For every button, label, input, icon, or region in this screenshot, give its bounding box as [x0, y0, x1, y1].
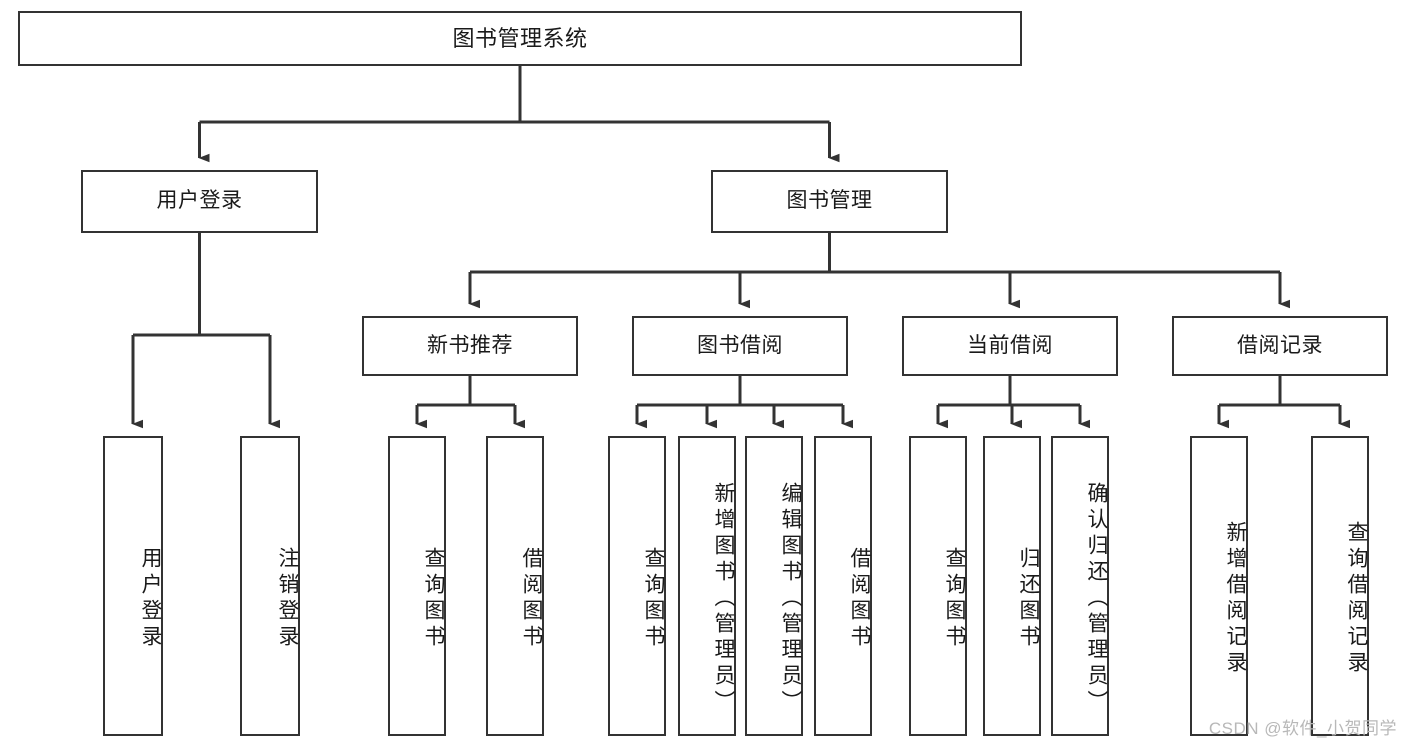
- node-label: 新增图书（管理员）: [712, 482, 735, 716]
- node-label: 图书管理: [786, 189, 873, 213]
- node-leaf-return-book[interactable]: 归还图书: [983, 436, 1041, 736]
- node-leaf-query-book-current[interactable]: 查询图书: [909, 436, 967, 736]
- node-new-book-recommend[interactable]: 新书推荐: [362, 316, 578, 376]
- node-leaf-query-book-borrow[interactable]: 查询图书: [608, 436, 666, 736]
- node-label: 借阅图书: [848, 547, 871, 651]
- node-leaf-borrow-book[interactable]: 借阅图书: [814, 436, 872, 736]
- node-label: 当前借阅: [967, 333, 1053, 357]
- node-leaf-edit-book-admin[interactable]: 编辑图书（管理员）: [745, 436, 803, 736]
- node-leaf-add-borrow-record[interactable]: 新增借阅记录: [1190, 436, 1248, 736]
- node-book-management[interactable]: 图书管理: [711, 170, 948, 233]
- node-label: 注销登录: [276, 547, 299, 651]
- node-borrow-record[interactable]: 借阅记录: [1172, 316, 1388, 376]
- node-label: 用户登录: [156, 189, 243, 213]
- node-label: 查询图书: [943, 547, 966, 651]
- node-label: 确认归还（管理员）: [1085, 482, 1108, 716]
- node-leaf-query-borrow-record[interactable]: 查询借阅记录: [1311, 436, 1369, 736]
- node-label: 图书管理系统: [452, 25, 588, 51]
- node-label: 归还图书: [1017, 547, 1040, 651]
- node-label: 借阅记录: [1237, 333, 1323, 357]
- csdn-watermark: CSDN @软件_小贺同学: [1208, 719, 1397, 738]
- node-leaf-confirm-return-admin[interactable]: 确认归还（管理员）: [1051, 436, 1109, 736]
- node-leaf-add-book-admin[interactable]: 新增图书（管理员）: [678, 436, 736, 736]
- node-leaf-query-book-recommend[interactable]: 查询图书: [388, 436, 446, 736]
- node-current-borrow[interactable]: 当前借阅: [902, 316, 1118, 376]
- node-label: 借阅图书: [520, 547, 543, 651]
- node-label: 用户登录: [139, 547, 162, 651]
- node-label: 新增借阅记录: [1224, 521, 1247, 677]
- node-user-login[interactable]: 用户登录: [81, 170, 318, 233]
- node-leaf-logout[interactable]: 注销登录: [240, 436, 300, 736]
- node-leaf-user-login[interactable]: 用户登录: [103, 436, 163, 736]
- node-book-borrow[interactable]: 图书借阅: [632, 316, 848, 376]
- node-root-system[interactable]: 图书管理系统: [18, 11, 1022, 66]
- node-label: 图书借阅: [697, 333, 783, 357]
- node-label: 编辑图书（管理员）: [779, 482, 802, 716]
- node-label: 查询借阅记录: [1345, 521, 1368, 677]
- node-label: 查询图书: [422, 547, 445, 651]
- node-leaf-borrow-book-recommend[interactable]: 借阅图书: [486, 436, 544, 736]
- node-label: 查询图书: [642, 547, 665, 651]
- node-label: 新书推荐: [427, 333, 513, 357]
